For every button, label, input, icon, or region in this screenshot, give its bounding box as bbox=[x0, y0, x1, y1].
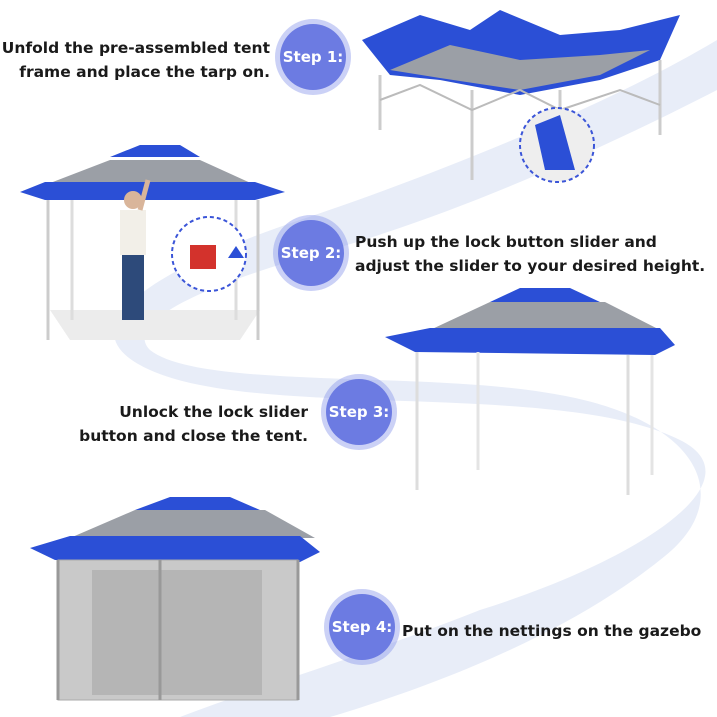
winding-path bbox=[114, 40, 717, 717]
step-3-text: Unlock the lock slider button and close … bbox=[79, 400, 308, 448]
step-2-line-1: Push up the lock button slider and bbox=[355, 233, 657, 251]
step-4-text: Put on the nettings on the gazebo bbox=[402, 619, 701, 643]
step-4-badge: Step 4: bbox=[329, 594, 395, 660]
step-1-text: Unfold the pre-assembled tent frame and … bbox=[2, 36, 270, 84]
step-1-line-1: Unfold the pre-assembled tent bbox=[1, 39, 270, 57]
step-3-line-2: button and close the tent. bbox=[79, 427, 308, 445]
step-2-badge: Step 2: bbox=[278, 220, 344, 286]
tent-unfolded bbox=[362, 10, 680, 183]
step-3-line-1: Unlock the lock slider bbox=[119, 403, 308, 421]
step-1-line-2: frame and place the tarp on. bbox=[19, 63, 270, 81]
tent-adjusting bbox=[20, 145, 285, 340]
step-2-line-2: adjust the slider to your desired height… bbox=[355, 257, 706, 275]
step-3-badge: Step 3: bbox=[326, 379, 392, 445]
step-4-line-1: Put on the nettings on the gazebo bbox=[402, 622, 702, 640]
step-2-text: Push up the lock button slider and adjus… bbox=[355, 230, 705, 278]
tent-standing bbox=[385, 288, 675, 495]
step-1-badge: Step 1: bbox=[280, 24, 346, 90]
gazebo-netting bbox=[30, 497, 320, 701]
